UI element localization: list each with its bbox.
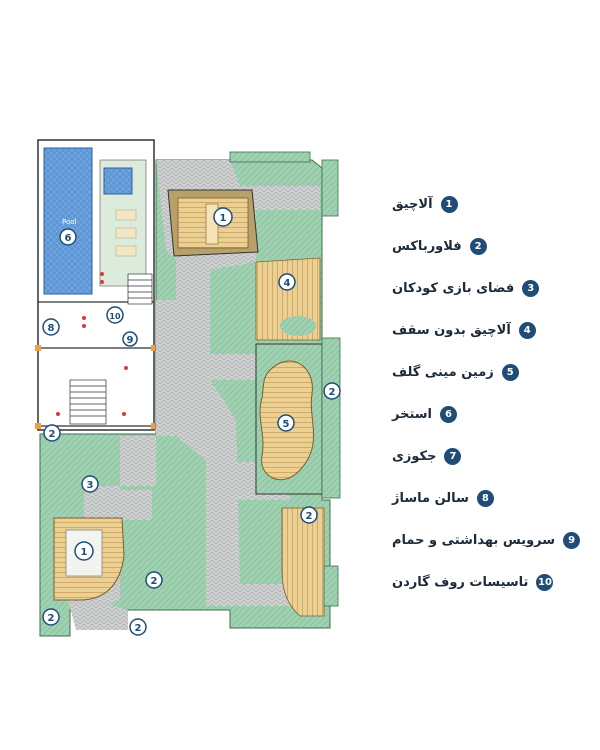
legend-label: آلاچیق [392, 196, 433, 212]
marker-2-bottom: 2 [129, 618, 147, 636]
legend-item: 4 آلاچیق بدون سقف [392, 320, 584, 340]
legend-label: فضای بازی کودکان [392, 280, 515, 296]
jacuzzi [103, 167, 133, 195]
legend-badge: 1 [440, 195, 458, 213]
level-mark-icons [56, 272, 128, 416]
legend-label: آلاچیق بدون سقف [392, 322, 511, 338]
marker-2-side: 2 [323, 382, 341, 400]
legend-label: سرویس بهداشتی و حمام [392, 532, 556, 548]
legend-item: 8 سالن ماساژ [392, 488, 584, 508]
gazebo-top [167, 189, 259, 257]
legend-item: 6 استخر [392, 404, 584, 424]
legend-badge: 5 [501, 363, 519, 381]
marker-8: 8 [42, 318, 60, 336]
legend-badge: 6 [440, 405, 458, 423]
marker-3: 3 [81, 475, 99, 493]
marker-2-bottom-left: 2 [42, 608, 60, 626]
legend-item: 10 تاسیسات روف گاردن [392, 572, 584, 592]
marker-10: 10 [106, 306, 124, 324]
marker-2-right: 2 [300, 506, 318, 524]
marker-1-top: 1 [213, 207, 233, 227]
open-gazebo [255, 257, 321, 341]
legend-badge: 2 [469, 237, 487, 255]
svg-text:1: 1 [81, 547, 88, 558]
svg-text:2: 2 [135, 623, 142, 634]
svg-text:2: 2 [49, 429, 56, 440]
marker-6: 6 [59, 228, 77, 246]
marker-2-left: 2 [43, 424, 61, 442]
room-corner-icons [35, 345, 157, 429]
side-flowerboxes [229, 151, 341, 607]
legend-label: استخر [392, 406, 433, 422]
legend: 1 آلاچیق 2 فلاورباکس 3 فضای بازی کودکان 4 آل… [392, 194, 584, 614]
legend-badge: 8 [476, 489, 494, 507]
svg-text:2: 2 [329, 387, 336, 398]
svg-text:8: 8 [48, 323, 55, 334]
legend-badge: 10 [536, 573, 554, 591]
marker-9: 9 [122, 331, 138, 347]
legend-item: 1 آلاچیق [392, 194, 584, 214]
legend-item: 5 زمین مینی گلف [392, 362, 584, 382]
svg-text:6: 6 [65, 233, 72, 244]
marker-4: 4 [278, 273, 296, 291]
svg-text:2: 2 [48, 613, 55, 624]
legend-badge: 9 [563, 531, 581, 549]
legend-label: تاسیسات روف گاردن [392, 574, 529, 590]
marker-5: 5 [277, 414, 295, 432]
stair-icon [69, 273, 153, 425]
legend-badge: 4 [518, 321, 536, 339]
marker-1-bottom: 1 [74, 541, 94, 561]
pool-label: Pool [62, 218, 77, 226]
lounger-icons [115, 209, 137, 257]
legend-item: 7 جکوزی [392, 446, 584, 466]
svg-text:9: 9 [127, 335, 134, 346]
svg-text:4: 4 [284, 278, 291, 289]
legend-item: 3 فضای بازی کودکان [392, 278, 584, 298]
legend-label: سالن ماساژ [392, 490, 469, 506]
legend-label: فلاورباکس [392, 238, 462, 254]
plan-markers: 1 1 2 2 2 2 2 2 [42, 207, 341, 636]
marker-2-center: 2 [145, 571, 163, 589]
svg-text:2: 2 [151, 576, 158, 587]
svg-text:1: 1 [220, 213, 227, 224]
legend-item: 2 فلاورباکس [392, 236, 584, 256]
legend-badge: 3 [522, 279, 540, 297]
svg-text:5: 5 [283, 419, 290, 430]
legend-item: 9 سرویس بهداشتی و حمام [392, 530, 584, 550]
pool: Pool [43, 147, 133, 295]
deck-bottom-right [281, 507, 325, 617]
legend-label: زمین مینی گلف [392, 364, 494, 380]
site-plan: Pool 1 [35, 139, 341, 637]
svg-text:10: 10 [109, 312, 121, 321]
legend-label: جکوزی [392, 448, 437, 464]
svg-text:2: 2 [306, 511, 313, 522]
svg-text:3: 3 [87, 480, 94, 491]
legend-badge: 7 [444, 447, 462, 465]
